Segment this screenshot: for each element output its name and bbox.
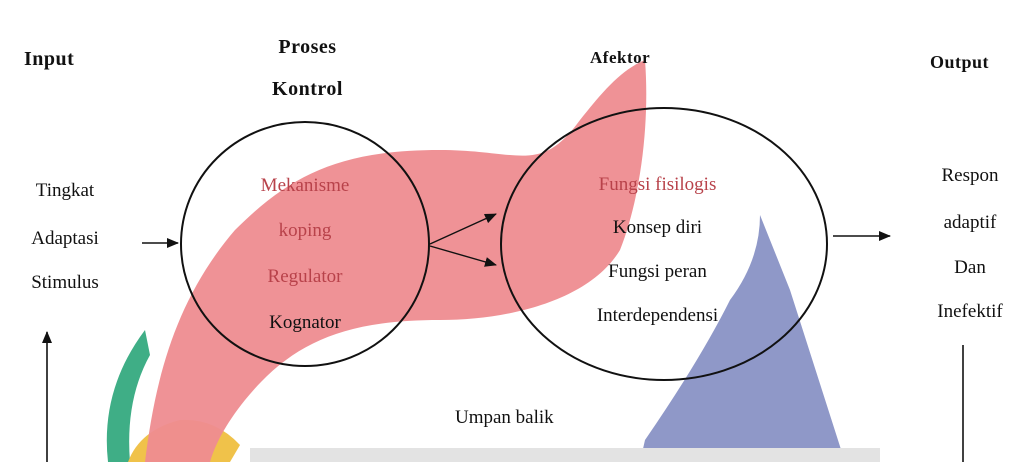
input-line-1: Tingkat [35, 180, 95, 201]
kontrol-line-3: Regulator [267, 266, 343, 287]
afektor-circle [500, 107, 828, 381]
proses-header-line1: Proses [278, 36, 337, 58]
watermark-green-shape [106, 330, 150, 462]
kontrol-line-2: koping [278, 220, 332, 241]
output-line-4: Inefektif [937, 301, 1003, 322]
output-line-1: Respon [941, 165, 999, 186]
feedback-label: Umpan balik [455, 407, 554, 428]
watermark-faint-letters [250, 448, 880, 462]
afektor-line-3: Fungsi peran [608, 261, 707, 282]
output-line-2: adaptif [943, 212, 997, 233]
output-header: Output [930, 52, 990, 72]
proses-header-line2: Kontrol [272, 78, 343, 100]
input-header: Input [24, 48, 75, 70]
kontrol-to-afektor-arrow-upper [429, 213, 497, 245]
watermark-blue-shape [640, 215, 845, 462]
afektor-line-1: Fungsi fisilogis [598, 174, 717, 195]
kontrol-line-4: Kognator [269, 312, 341, 333]
afektor-line-2: Konsep diri [612, 217, 703, 238]
kontrol-to-afektor-arrow-lower [429, 245, 497, 267]
input-line-3: Stimulus [31, 272, 99, 293]
kontrol-line-1: Mekanisme [260, 175, 350, 196]
output-line-3: Dan [954, 257, 986, 278]
input-line-2: Adaptasi [31, 228, 99, 249]
afektor-line-4: Interdependensi [596, 305, 719, 326]
afektor-header: Afektor [590, 48, 651, 67]
proses-kontrol-circle [180, 121, 430, 367]
